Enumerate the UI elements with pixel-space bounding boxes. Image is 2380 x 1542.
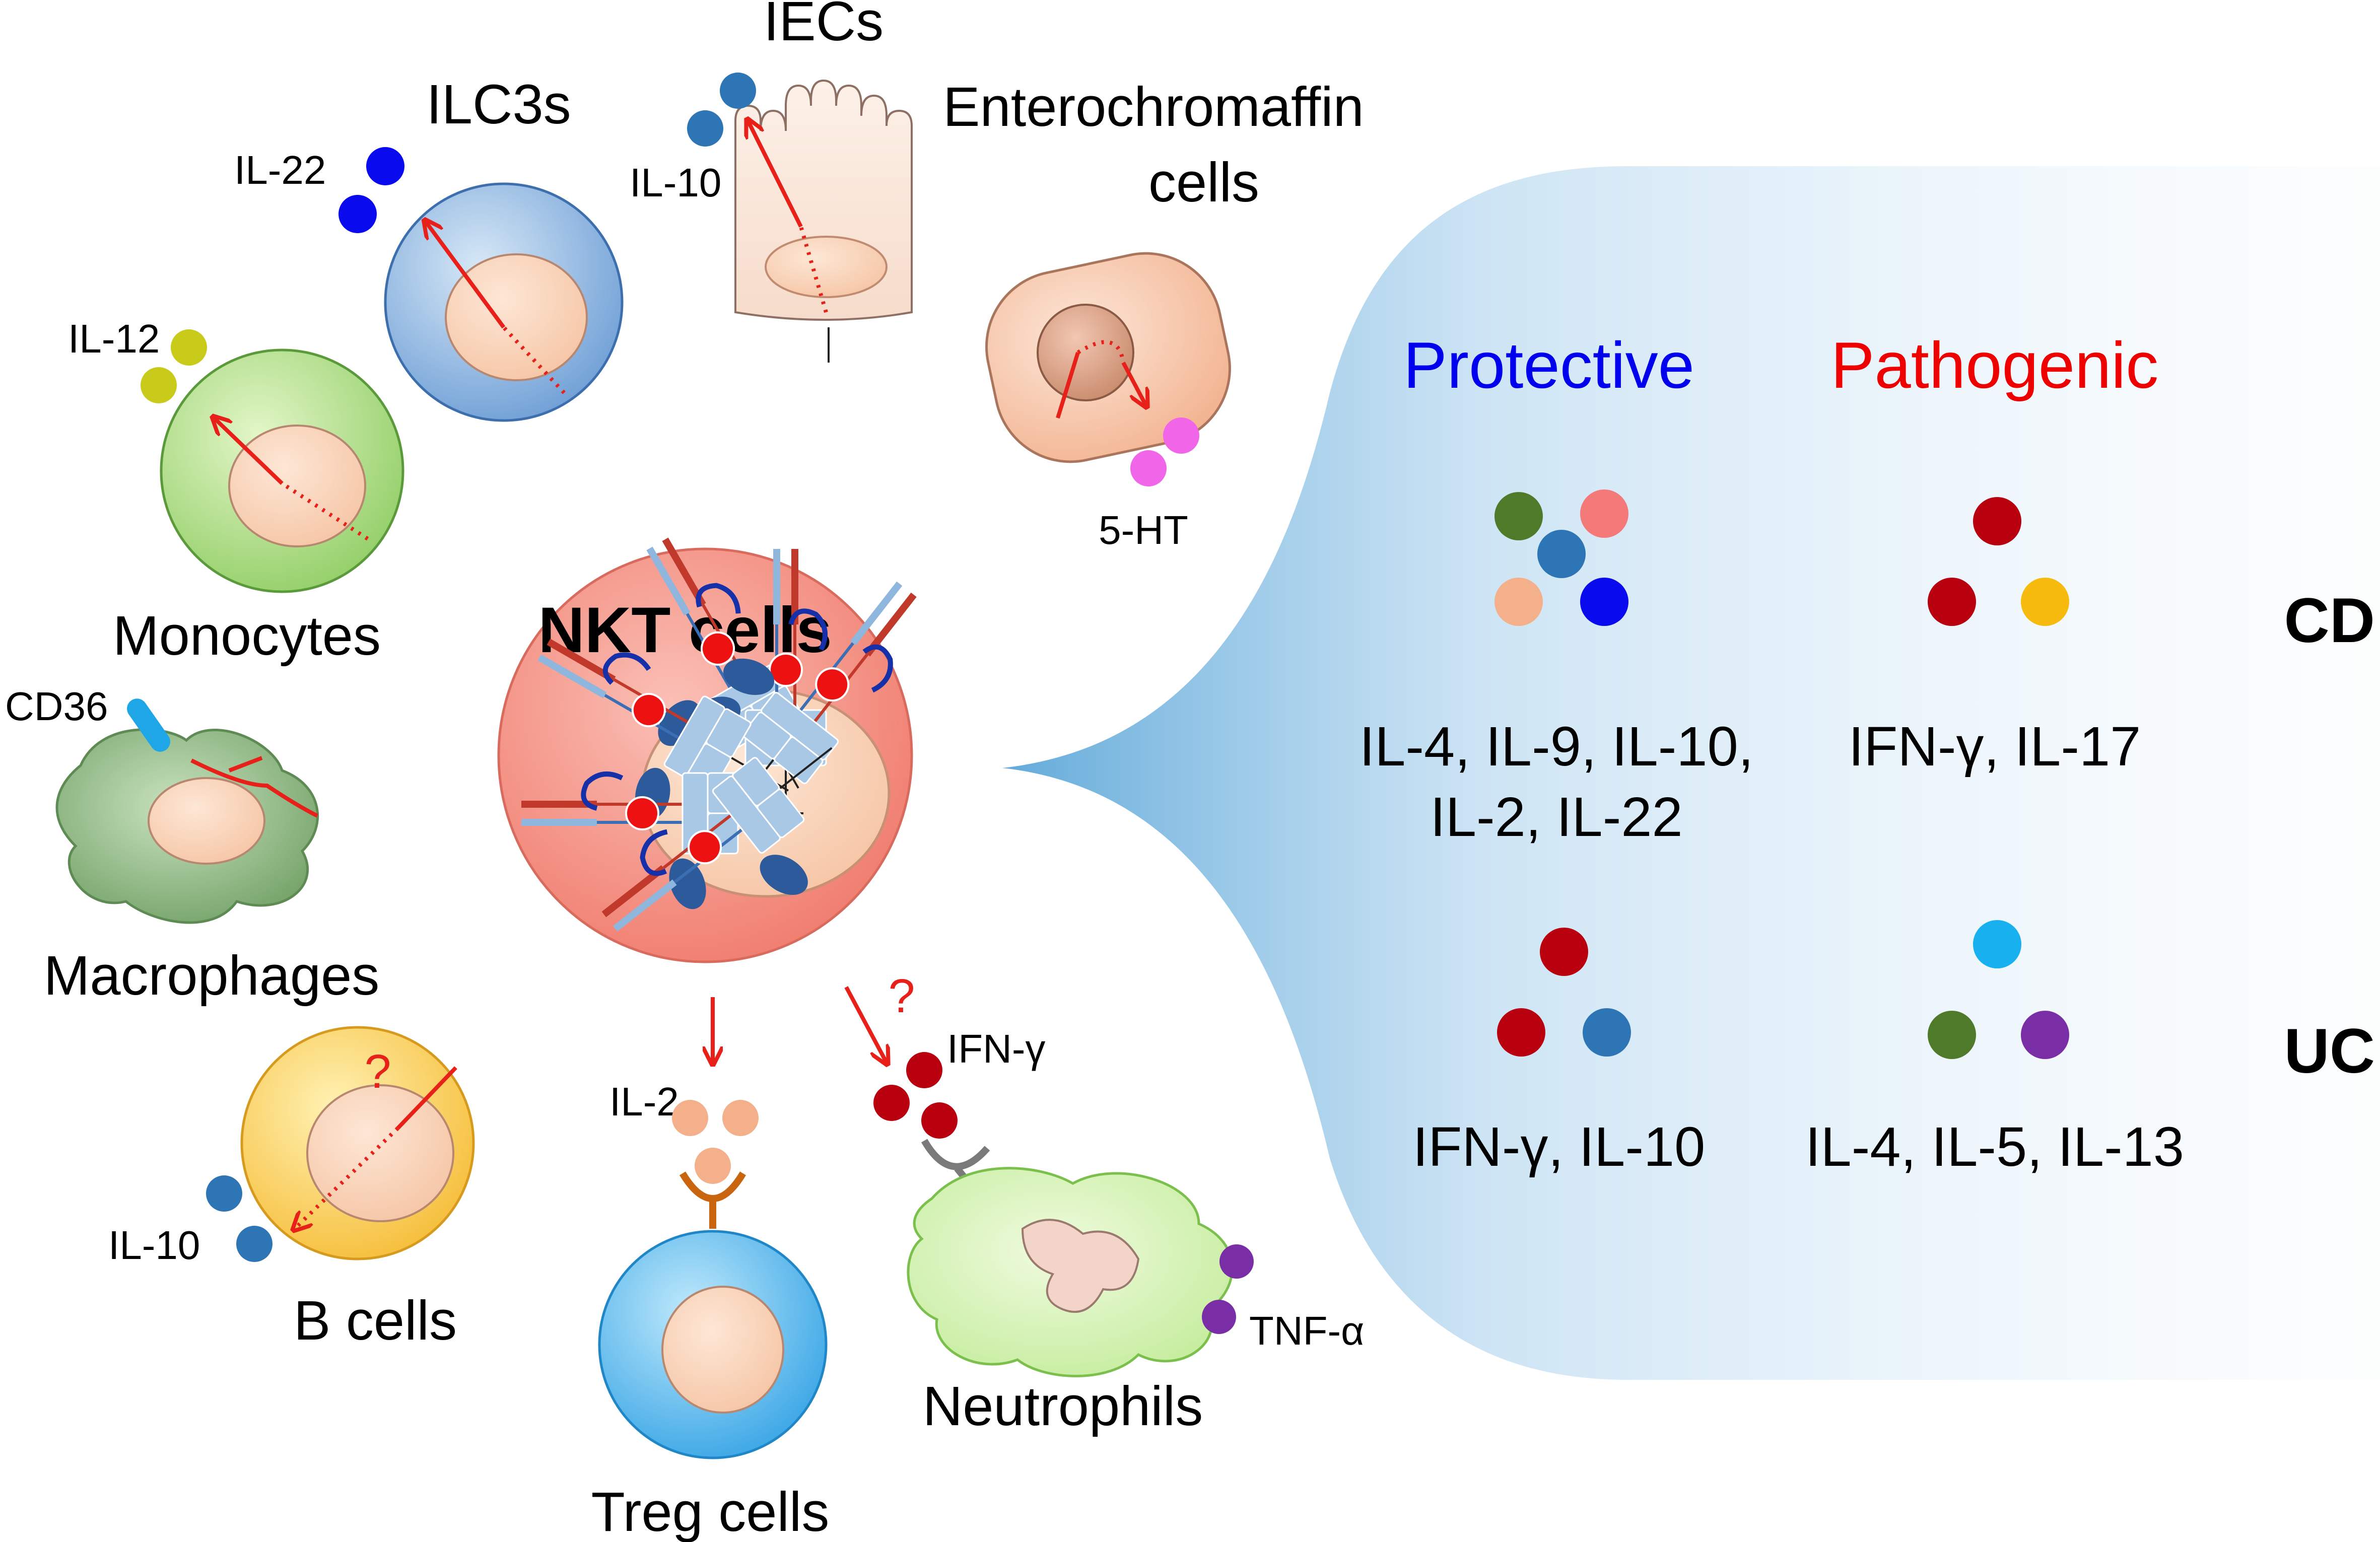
monocytes-label: Monocytes (113, 605, 381, 667)
uc-pathogenic-list: IL-4, IL-5, IL-13 (1805, 1116, 2184, 1178)
5ht-label: 5-HT (1099, 508, 1188, 552)
enterochromaffin-cell: Enterochromaffin cells 5-HT (943, 76, 1364, 552)
pathogenic-header: Pathogenic (1831, 328, 2159, 402)
ilc3s-label: ILC3s (426, 74, 571, 135)
tnfa-dot (1202, 1300, 1236, 1334)
il10-dot (687, 110, 723, 147)
il22-dot (366, 147, 404, 185)
macrophage-cell: CD36 Macrophages (5, 684, 379, 1007)
summary-table: Protective Pathogenic CD UC IL-4, IL-9, … (1359, 328, 2375, 1178)
protective-header: Protective (1403, 328, 1694, 402)
monocyte-cell: Monocytes IL-12 (68, 316, 404, 667)
il22-label: IL-22 (234, 148, 326, 192)
cd36-receptor (127, 698, 170, 752)
iec-cell: IECs IL-10 (630, 0, 913, 363)
neutrophil-cell: ? IFN-γ TNF-α Neutrophils (844, 969, 1364, 1437)
il2-dot (695, 1148, 731, 1184)
5ht-dot (1130, 450, 1167, 486)
il10-b-dot (236, 1226, 273, 1262)
il10-iec-label: IL-10 (630, 160, 721, 205)
il2-dot (672, 1100, 708, 1136)
enterochromaffin-label-2: cells (1148, 152, 1259, 214)
uc-protective-list: IFN-γ, IL-10 (1413, 1116, 1706, 1178)
cd36-label: CD36 (5, 684, 108, 729)
enterochromaffin-label-1: Enterochromaffin (943, 76, 1364, 138)
tnfa-label: TNF-α (1249, 1308, 1364, 1353)
il2-dot (722, 1100, 759, 1136)
cd-pathogenic-list: IFN-γ, IL-17 (1849, 716, 2141, 778)
il2-label: IL-2 (609, 1079, 679, 1124)
cd-pathogenic-dots (1928, 497, 2069, 626)
cd-protective-dots (1494, 489, 1628, 626)
uc-protective-dots (1497, 928, 1631, 1057)
il10-b-dot (206, 1175, 242, 1212)
treg-cells-label: Treg cells (591, 1481, 830, 1542)
ifng-dot (921, 1102, 958, 1139)
5ht-dot (1163, 417, 1199, 454)
il12-label: IL-12 (68, 316, 160, 361)
neutrophil-question: ? (889, 969, 915, 1023)
ifng-dot (873, 1085, 910, 1121)
il22-dot (338, 195, 377, 233)
il12-dot (141, 367, 177, 403)
uc-label: UC (2284, 1016, 2375, 1086)
cd-label: CD (2284, 586, 2375, 656)
ifng-dot (906, 1052, 942, 1088)
bcells-label: B cells (294, 1290, 457, 1352)
il10-b-label: IL-10 (108, 1223, 200, 1268)
ilc3-cell: ILC3s IL-22 (234, 74, 624, 422)
cd-protective-list-1: IL-4, IL-9, IL-10, (1359, 716, 1754, 778)
summary-fan (1002, 166, 2380, 1380)
il10-dot (720, 73, 756, 109)
ifng-label: IFN-γ (947, 1026, 1046, 1071)
il12-dot (171, 329, 207, 366)
iecs-label: IECs (764, 0, 883, 52)
macrophages-label: Macrophages (44, 945, 380, 1007)
b-cell: ? B cells IL-10 (108, 1026, 475, 1352)
neutrophils-label: Neutrophils (923, 1375, 1203, 1437)
tnfa-dot (1219, 1244, 1254, 1279)
cd-protective-list-2: IL-2, IL-22 (1430, 786, 1682, 848)
uc-pathogenic-dots (1928, 920, 2069, 1059)
treg-cell: IL-2 Treg cells (591, 997, 830, 1542)
bcell-question: ? (365, 1045, 391, 1098)
